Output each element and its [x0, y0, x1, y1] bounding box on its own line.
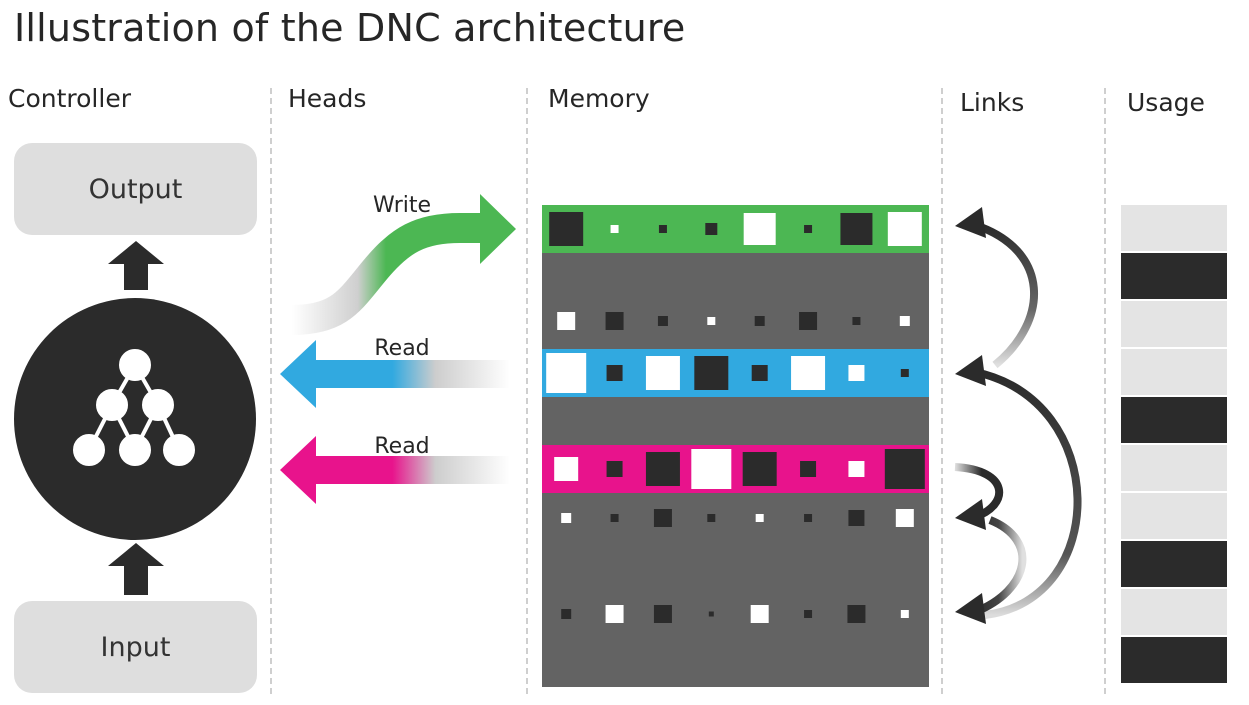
- controller-circle: [14, 298, 256, 540]
- usage-slot: [1121, 301, 1227, 347]
- memory-cell: [848, 510, 865, 526]
- memory-cell: [554, 457, 579, 481]
- arrow-up-to-output-icon: [108, 241, 164, 290]
- memory-cell: [653, 509, 672, 527]
- memory-cell: [755, 514, 764, 522]
- memory-cell: [900, 610, 909, 618]
- column-divider: [526, 88, 528, 694]
- controller-input-box: Input: [14, 601, 257, 693]
- memory-cell: [707, 317, 716, 325]
- memory-cell: [657, 316, 668, 326]
- usage-column: [1121, 205, 1227, 683]
- memory-cell: [561, 609, 572, 619]
- memory-cell: [653, 605, 672, 623]
- memory-cell: [610, 514, 619, 522]
- usage-slot: [1121, 445, 1227, 491]
- write-arrowhead-icon: [480, 194, 516, 264]
- link-arrow-row3-to-row1: [973, 221, 1039, 369]
- link-arrowhead-icon: [955, 499, 986, 530]
- memory-cell: [707, 514, 716, 522]
- memory-cell: [754, 316, 765, 326]
- write-label: Write: [373, 193, 431, 218]
- column-header-links: Links: [960, 88, 1025, 117]
- memory-cell: [804, 225, 813, 233]
- column-header-heads: Heads: [288, 84, 367, 113]
- memory-cell: [750, 605, 769, 623]
- memory-cell: [606, 365, 623, 381]
- memory-cell: [605, 312, 624, 330]
- column-header-memory: Memory: [548, 84, 650, 113]
- memory-cell: [645, 356, 680, 390]
- read-head-arrow-blue: [314, 360, 510, 388]
- output-label: Output: [88, 173, 183, 205]
- arrow-up-from-input-icon: [108, 543, 164, 595]
- usage-slot: [1121, 541, 1227, 587]
- memory-cell: [606, 461, 623, 477]
- usage-slot: [1121, 397, 1227, 443]
- memory-cell: [800, 461, 817, 477]
- read-arrowhead-magenta-icon: [280, 436, 316, 504]
- memory-cell: [852, 317, 861, 325]
- memory-cell: [751, 365, 768, 381]
- memory-cell: [708, 611, 714, 617]
- memory-cell: [658, 225, 667, 233]
- memory-cell: [848, 365, 865, 381]
- link-arrowhead-icon: [955, 593, 986, 624]
- memory-cell: [742, 452, 777, 486]
- usage-slot: [1121, 349, 1227, 395]
- column-divider: [941, 88, 943, 694]
- column-header-controller: Controller: [8, 84, 131, 113]
- link-arrow-row4-to-row5: [954, 463, 1004, 521]
- temporal-links: [954, 207, 1082, 624]
- memory-cell: [549, 212, 584, 246]
- link-arrow-row5-to-row6: [973, 516, 1027, 616]
- memory-cell: [791, 356, 826, 390]
- column-divider: [1104, 88, 1106, 694]
- memory-cell: [610, 225, 619, 233]
- memory-cell: [899, 316, 910, 326]
- link-arrowhead-icon: [955, 207, 986, 238]
- usage-slot: [1121, 493, 1227, 539]
- memory-cell: [847, 605, 866, 623]
- memory-cell: [546, 353, 587, 393]
- memory-cell: [561, 513, 572, 523]
- read-arrowhead-blue-icon: [280, 340, 316, 408]
- write-head-arrow: [291, 213, 480, 335]
- column-divider: [270, 88, 272, 694]
- link-arrow-row6-to-row3: [974, 368, 1082, 619]
- memory-rows: [542, 205, 929, 623]
- page-title: Illustration of the DNC architecture: [14, 6, 686, 50]
- memory-cell: [887, 212, 922, 246]
- usage-slot: [1121, 637, 1227, 683]
- usage-slot: [1121, 205, 1227, 251]
- memory-cell: [900, 369, 909, 377]
- memory-cell: [799, 312, 818, 330]
- usage-slot: [1121, 253, 1227, 299]
- memory-cell: [557, 312, 576, 330]
- read-label-blue: Read: [374, 336, 429, 361]
- memory-cell: [848, 461, 865, 477]
- input-label: Input: [100, 631, 171, 663]
- neural-network-icon: [73, 349, 195, 466]
- memory-cell: [840, 213, 873, 245]
- memory-cell: [705, 223, 718, 235]
- controller-output-box: Output: [14, 143, 257, 235]
- column-header-usage: Usage: [1127, 88, 1205, 117]
- usage-slot: [1121, 589, 1227, 635]
- memory-row-highlight-read_magenta: [542, 445, 929, 493]
- memory-cell: [605, 605, 624, 623]
- memory-cell: [804, 610, 813, 618]
- read-label-magenta: Read: [374, 434, 429, 459]
- read-head-arrow-magenta: [314, 456, 510, 484]
- link-arrowhead-icon: [955, 355, 986, 386]
- memory-cell: [895, 509, 914, 527]
- memory-cell: [694, 356, 729, 390]
- memory-cell: [691, 449, 732, 489]
- memory-cell: [884, 449, 925, 489]
- memory-cell: [804, 514, 813, 522]
- memory-cell: [743, 213, 776, 245]
- memory-row-highlight-read_blue: [542, 349, 929, 397]
- memory-cell: [645, 452, 680, 486]
